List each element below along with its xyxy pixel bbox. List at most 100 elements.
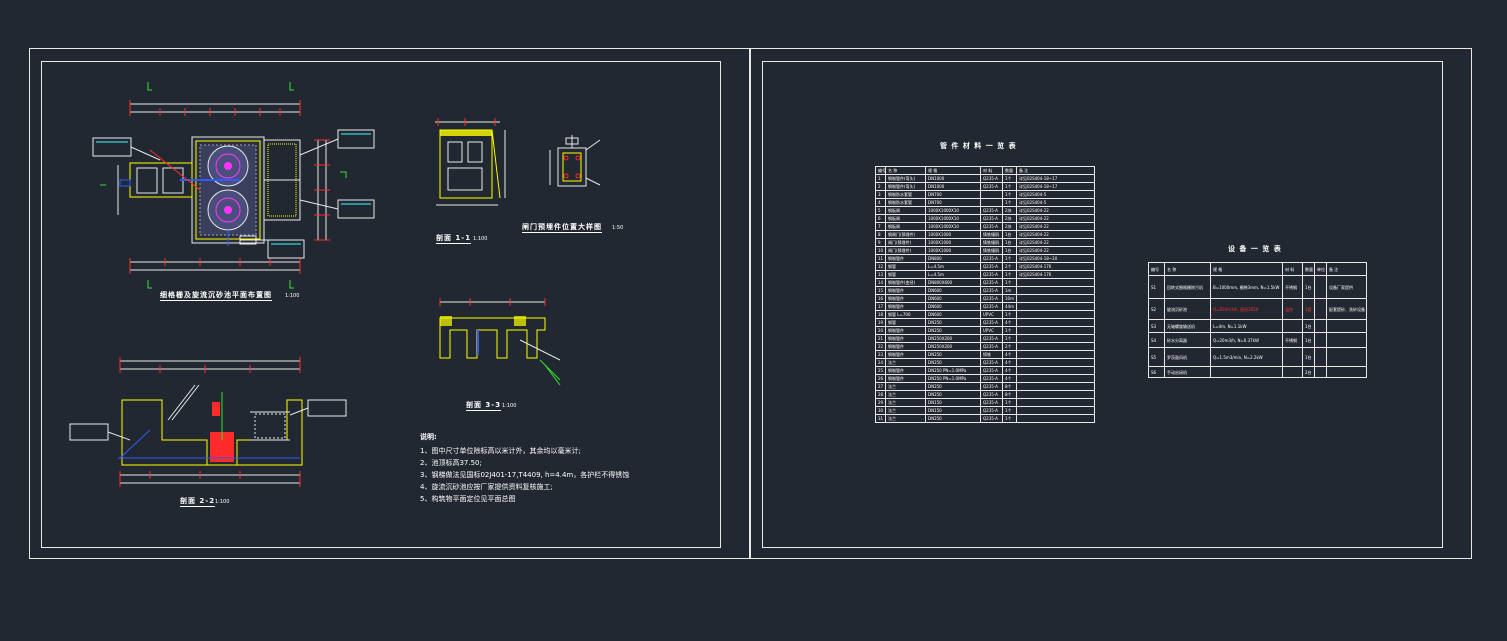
table-cell: B=1000mm, 栅隙3mm, N=1.5kW (1210, 275, 1283, 299)
table-cell (1314, 275, 1327, 299)
table-cell: S6 (1148, 366, 1165, 378)
sheet-divider (749, 48, 751, 559)
table-cell: 法兰 (885, 406, 926, 415)
table-cell: 不锈钢 (1282, 332, 1303, 348)
table-cell: 18 (875, 310, 886, 319)
table-cell: 1台 (1002, 230, 1017, 239)
table-cell (1016, 374, 1095, 383)
table-cell: 2块 (1002, 206, 1017, 215)
table-cell: 钢管 L=700 (885, 310, 926, 319)
table-cell: Q235-A (980, 334, 1003, 343)
table-cell: 29 (875, 398, 886, 407)
table-cell: Q235-A (980, 398, 1003, 407)
table-cell: 3 (875, 190, 886, 199)
table-cell: 1000X1000 (925, 246, 981, 255)
table-cell: Q235-A (980, 358, 1003, 367)
table-cell: 1个 (1002, 326, 1017, 335)
table-cell: 2个 (1002, 262, 1017, 271)
section-2-2-title: 剖面 2-2 (180, 497, 216, 507)
table-cell (1314, 319, 1327, 333)
table-cell: 回转式细格栅除污机 (1164, 275, 1211, 299)
table-cell (1016, 286, 1095, 295)
table-cell: DN250X200 (925, 334, 981, 343)
table-cell: 23 (875, 350, 886, 359)
table-cell (1326, 332, 1367, 348)
table-cell: 13 (875, 270, 886, 279)
table-cell: 1台 (1302, 319, 1315, 333)
materials-table-title: 管 件 材 料 一 览 表 (940, 142, 1017, 150)
table-cell: 16 (875, 294, 886, 303)
header-cell: 规 格 (1210, 262, 1283, 276)
table-cell: S5 (1148, 347, 1165, 367)
table-cell: 配套提砂、洗砂设备 (1326, 298, 1367, 320)
table-cell: DN250 (925, 358, 981, 367)
table-cell: 钢制管件 (885, 366, 926, 375)
table-cell (1326, 319, 1367, 333)
table-cell: DN150 (925, 406, 981, 415)
table-cell: 1000X1000X10 (925, 206, 981, 215)
table-cell: 1个 (1002, 406, 1017, 415)
table-cell: 钢制管件 (885, 334, 926, 343)
table-cell: DN800X600 (925, 278, 981, 287)
table-cell: 详见02S404-18~17 (1016, 174, 1095, 183)
table-cell: S1 (1148, 275, 1165, 299)
table-cell (1016, 326, 1095, 335)
table-cell: 1台 (1002, 238, 1017, 247)
table-cell (1016, 334, 1095, 343)
table-cell: Q=20m3/h, N=0.37kW (1210, 332, 1283, 348)
table-cell: 1个 (1002, 310, 1017, 319)
note-item-3: 3、钢梯做法见国标02J401-17,T4409, h=4.4m，各护栏不得锈蚀 (420, 471, 630, 479)
table-cell: 2台 (1302, 366, 1315, 378)
table-cell: 1个 (1002, 198, 1017, 207)
table-cell: 2块 (1002, 214, 1017, 223)
section-3-3-scale: 1:100 (502, 403, 517, 409)
table-cell: DN600 (925, 302, 981, 311)
note-item-2: 2、池顶标高37.50; (420, 459, 482, 467)
table-cell: 8个 (1002, 390, 1017, 399)
table-cell: DN250 (925, 382, 981, 391)
table-cell: 7 (875, 222, 886, 231)
table-cell: DN700 (925, 198, 981, 207)
table-cell: 详见02S404-22 (1016, 238, 1095, 247)
table-cell: Q=600m3/h, 直径3650 (1210, 298, 1283, 320)
table-cell: 法兰 (885, 398, 926, 407)
table-cell: Q235-A (980, 390, 1003, 399)
section-1-1-view (435, 118, 506, 206)
table-cell: 1台 (1302, 332, 1315, 348)
table-cell: UPVC (980, 310, 1003, 319)
table-cell: 铸铁镶铜 (980, 238, 1003, 247)
table-cell: 详见02S404-22 (1016, 246, 1095, 255)
table-cell: 法兰 (885, 358, 926, 367)
gate-detail-view (549, 135, 601, 187)
table-cell: 闸门(预埋件) (885, 238, 926, 247)
table-cell: 1个 (1002, 254, 1017, 263)
table-cell (1016, 302, 1095, 311)
header-cell: 备 注 (1016, 166, 1095, 175)
table-cell: 详见02S404-18~20 (1016, 254, 1095, 263)
table-cell: 19 (875, 318, 886, 327)
header-cell: 编号 (1148, 262, 1165, 276)
plan-title: 细格栅及旋流沉砂池平面布置图 (160, 291, 272, 301)
table-cell: 21 (875, 334, 886, 343)
table-cell: 22 (875, 342, 886, 351)
table-cell: DN150 (925, 398, 981, 407)
table-cell: 钢制管件(弯头) (885, 182, 926, 191)
table-cell: DN250 (925, 318, 981, 327)
table-cell (1314, 332, 1327, 348)
table-cell: 2块 (1002, 222, 1017, 231)
